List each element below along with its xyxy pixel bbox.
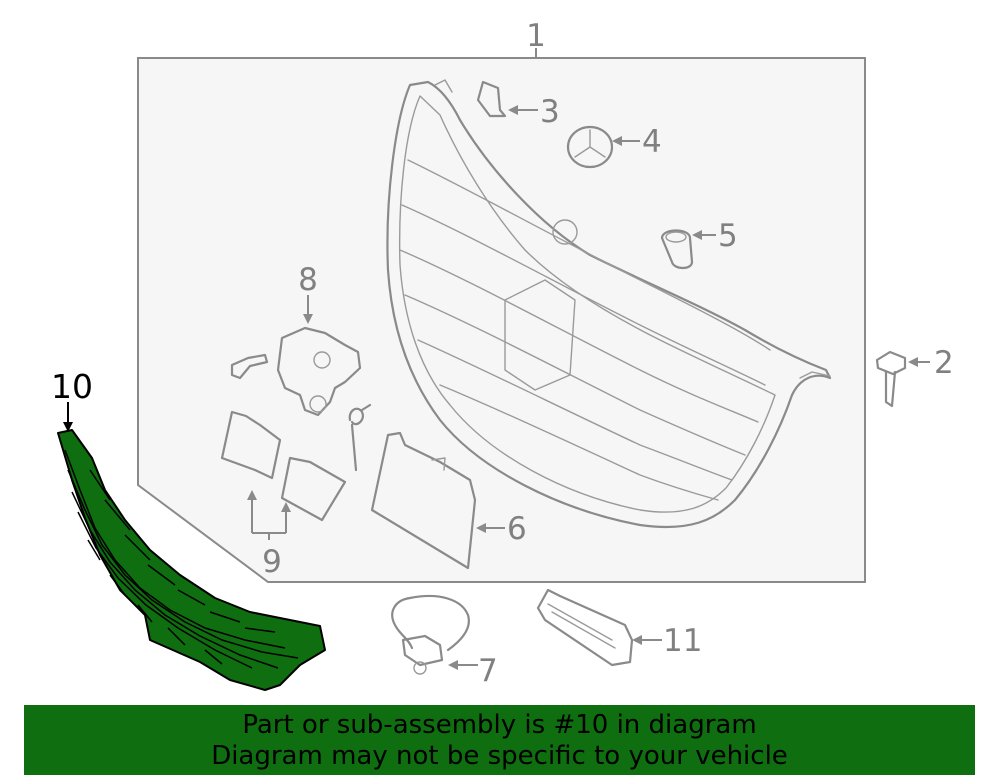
callout-10-label: 10 xyxy=(51,367,93,406)
cover-panel-part xyxy=(370,431,477,570)
info-banner: Part or sub-assembly is #10 in diagram D… xyxy=(24,705,975,775)
callout-7-label: 7 xyxy=(478,653,498,689)
callout-9-leader-join xyxy=(252,532,286,540)
callout-1-label: 1 xyxy=(526,18,546,54)
trim-piece-part xyxy=(536,588,634,667)
callout-8-label: 8 xyxy=(298,262,318,298)
main-grille xyxy=(386,79,832,529)
sensor-harness-part xyxy=(391,594,470,675)
callout-5-label: 5 xyxy=(718,218,738,254)
callout-11-label: 11 xyxy=(663,623,702,659)
cover-pair-part xyxy=(220,410,347,522)
lower-grille-part xyxy=(57,429,326,691)
assembly-box xyxy=(137,57,866,583)
callout-6-label: 6 xyxy=(507,511,527,547)
sleeve-part xyxy=(660,229,694,270)
callout-3-label: 3 xyxy=(540,94,560,130)
callout-9-label: 9 xyxy=(262,544,282,580)
actuator-bracket-part xyxy=(230,326,372,472)
callout-2-label: 2 xyxy=(934,345,954,381)
banner-line-1: Part or sub-assembly is #10 in diagram xyxy=(242,710,757,740)
clip-part xyxy=(476,80,507,118)
bolt-part xyxy=(875,350,907,408)
emblem-part xyxy=(566,125,614,169)
banner-line-2: Diagram may not be specific to your vehi… xyxy=(211,741,788,771)
callout-4-label: 4 xyxy=(642,124,662,160)
